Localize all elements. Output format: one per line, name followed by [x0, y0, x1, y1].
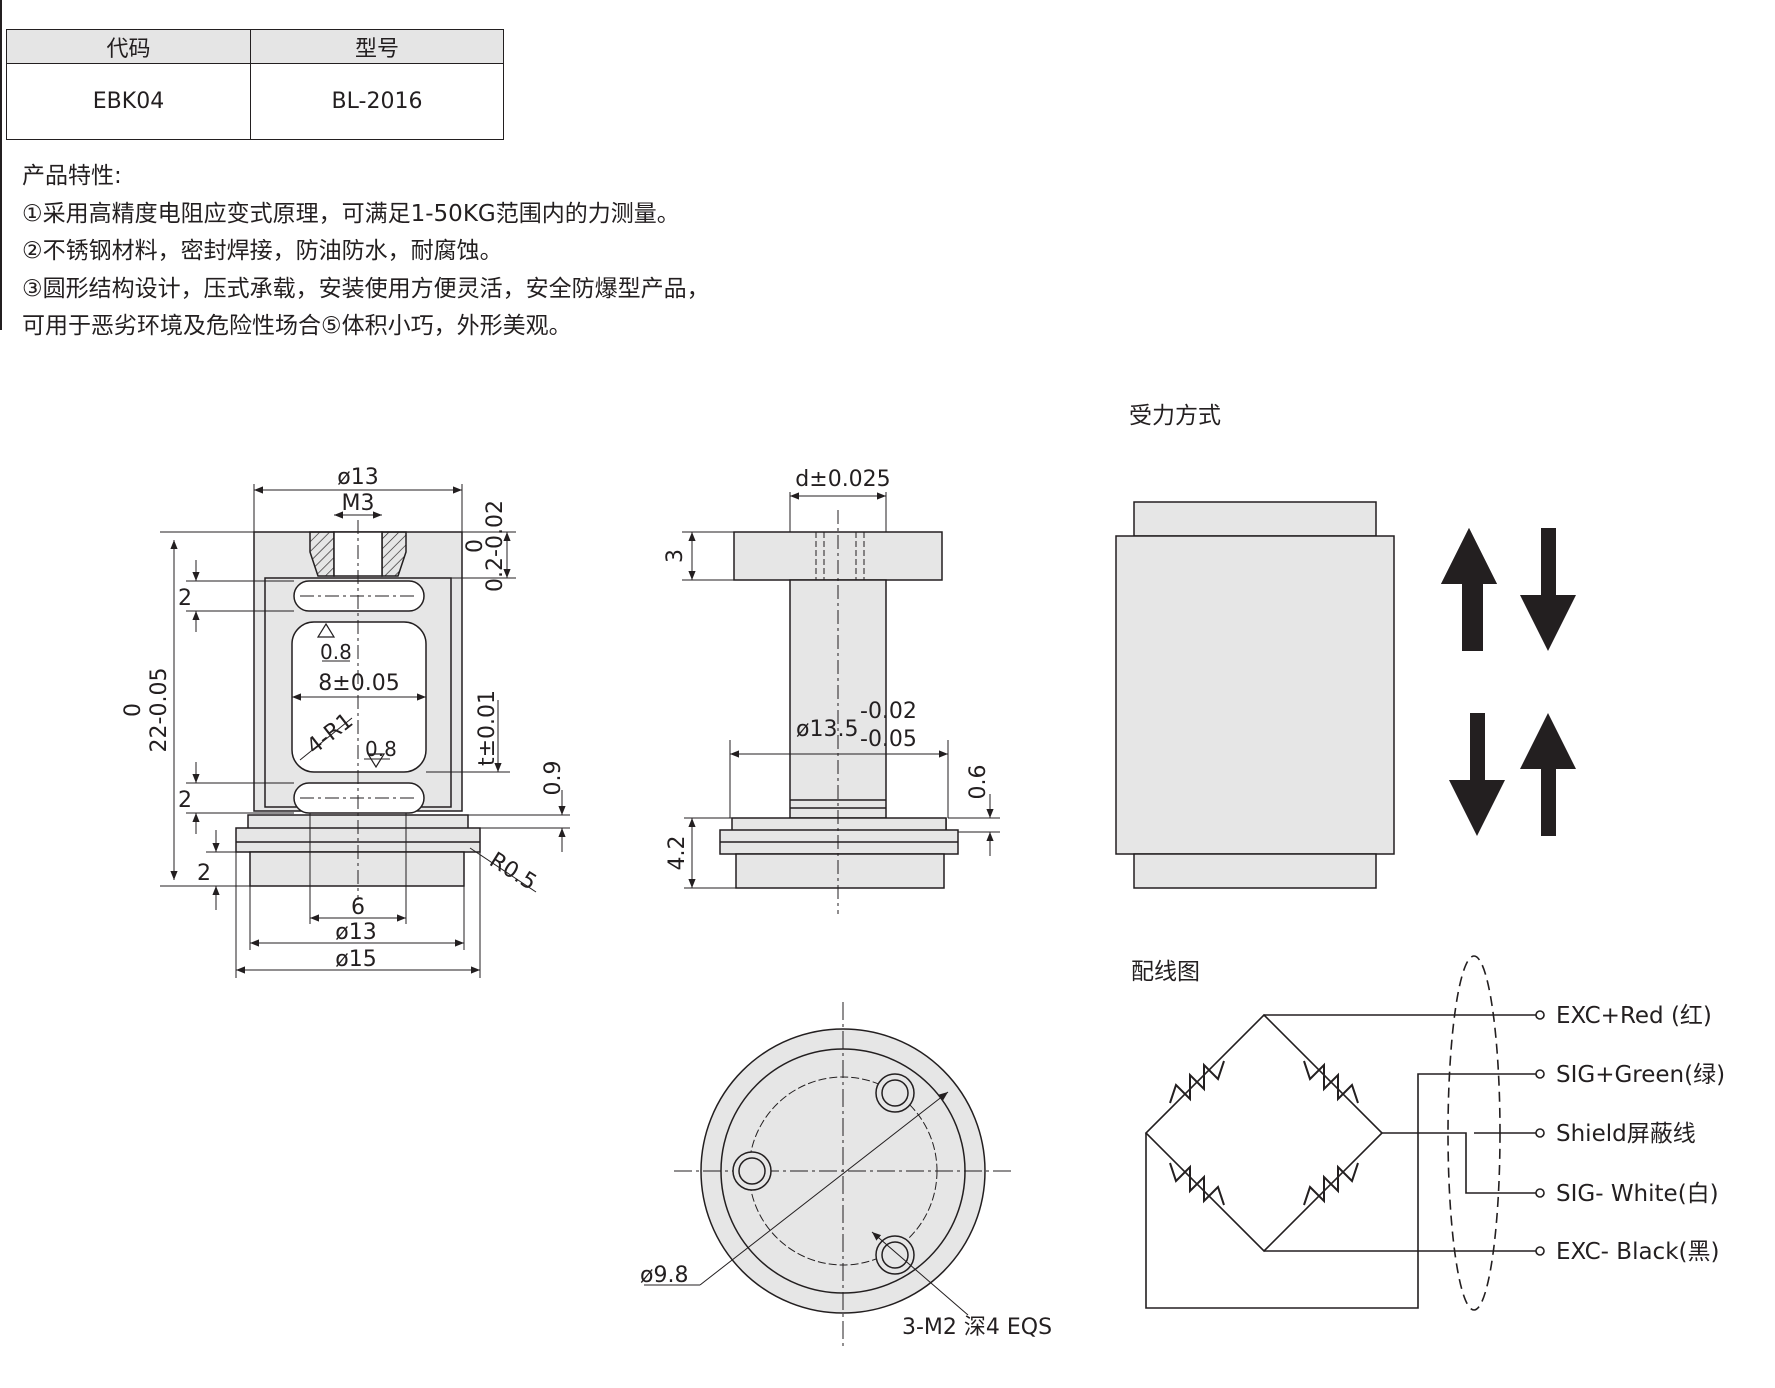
- label-slot-bottom: 2: [178, 788, 192, 813]
- label-side-top: d±0.025: [795, 467, 890, 492]
- load-cap-bottom: [1133, 853, 1377, 889]
- label-step: 0.6: [966, 765, 991, 800]
- feature-list: 产品特性: ①采用高精度电阻应变式原理，可满足1-50KG范围内的力测量。 ②不…: [22, 158, 710, 346]
- label-corner-top: 0.8: [320, 640, 352, 664]
- dim-fillet-leader: [469, 847, 537, 893]
- label-thickness: t±0.01: [475, 690, 500, 766]
- bottom-view-labels: ø9.8 3-M2 深4 EQS: [640, 1263, 1052, 1340]
- front-view: [160, 484, 570, 978]
- load-cap-top: [1133, 501, 1377, 537]
- resistor-top-left: [1169, 1060, 1225, 1104]
- mount-hole-1: [732, 1151, 772, 1191]
- dim-circle-leader: [699, 1091, 949, 1286]
- label-flange-dia: ø15: [335, 947, 376, 972]
- label-tol-upper: -0.02: [860, 699, 917, 724]
- feature-line-3: ③圆形结构设计，压式承载，安装使用方便灵活，安全防爆型产品，: [22, 275, 710, 302]
- bridge-outline: [1144, 1013, 1384, 1253]
- label-gap: 0.9: [541, 761, 566, 796]
- wire-label-shield: Shield屏蔽线: [1556, 1121, 1696, 1147]
- dim-radius-leader: [299, 717, 353, 761]
- wiring-title: 配线图: [1131, 959, 1200, 985]
- arrow-down-2-shaft: [1470, 713, 1485, 780]
- terminal-shield: [1535, 1128, 1545, 1138]
- terminal-exc-plus: [1535, 1010, 1545, 1020]
- label-tol-lower: -0.05: [860, 727, 917, 752]
- feature-line-2: ②不锈钢材料，密封焊接，防油防水，耐腐蚀。: [22, 238, 503, 264]
- label-corner-bottom: 0.8: [365, 737, 397, 761]
- terminal-sig-minus: [1535, 1188, 1545, 1198]
- side-base: [735, 853, 945, 889]
- base-bottom: [249, 851, 465, 887]
- wire-label-exc-minus: EXC- Black(黑): [1556, 1239, 1719, 1265]
- label-base: 2: [197, 861, 211, 886]
- label-depth-upper: 0: [463, 539, 488, 553]
- label-thread: M3: [342, 491, 375, 516]
- resistor-top-right: [1303, 1060, 1359, 1104]
- wire-label-sig-minus: SIG- White(白): [1556, 1181, 1719, 1207]
- label-slot-top: 2: [178, 586, 192, 611]
- feature-line-4: 可用于恶劣环境及危险性场合⑤体积小巧，外形美观。: [22, 313, 572, 339]
- label-depth-lower: 0.2-0.02: [483, 500, 508, 592]
- label-top-dia: ø13: [337, 465, 378, 490]
- header-code: 代码: [6, 29, 251, 64]
- arrow-up-2-head: [1520, 713, 1576, 769]
- wire-sig-minus: [1382, 1132, 1538, 1194]
- arrow-up-1-head: [1441, 528, 1497, 584]
- load-body: [1115, 535, 1395, 855]
- label-circle: ø9.8: [640, 1263, 688, 1288]
- wire-sig-plus: [1145, 1073, 1538, 1309]
- wire-label-sig-plus: SIG+Green(绿): [1556, 1062, 1725, 1088]
- arrow-up-2-shaft: [1541, 769, 1556, 836]
- mount-hole-2: [875, 1073, 915, 1113]
- label-fillet: R0.5: [485, 848, 541, 896]
- terminal-sig-plus: [1535, 1069, 1545, 1079]
- label-height-lower: 22-0.05: [147, 668, 172, 753]
- arrow-down-1-head: [1520, 595, 1576, 651]
- force-diagram: [1115, 501, 1576, 889]
- corner-mark-top: [316, 622, 336, 638]
- terminal-exc-minus: [1535, 1246, 1545, 1256]
- mount-hole-3: [875, 1235, 915, 1275]
- label-hole-width: 6: [351, 895, 365, 920]
- label-base-height: 4.2: [665, 836, 690, 871]
- force-mode-title: 受力方式: [1129, 403, 1221, 429]
- label-shaft-dia: ø13.5: [796, 717, 858, 742]
- resistor-bottom-left: [1169, 1162, 1225, 1206]
- label-bottom-dia: ø13: [335, 920, 376, 945]
- bottom-view: [644, 1002, 1012, 1348]
- label-window-width: 8±0.05: [318, 671, 399, 696]
- wiring-diagram: [1144, 955, 1545, 1311]
- cell-model: BL-2016: [250, 63, 504, 140]
- label-cap-height: 3: [663, 549, 688, 563]
- side-view-labels: d±0.025 3 ø13.5 -0.02 -0.05 0.6 4.2: [663, 467, 991, 871]
- dim-holes-leader: [871, 1231, 969, 1316]
- wire-label-exc-plus: EXC+Red (红): [1556, 1003, 1712, 1029]
- header-model: 型号: [250, 29, 504, 64]
- feature-title: 产品特性:: [22, 163, 122, 189]
- resistor-bottom-right: [1303, 1162, 1359, 1206]
- arrow-down-1-shaft: [1541, 528, 1556, 595]
- corner-mark-bottom: [366, 753, 386, 769]
- arrow-down-2-head: [1449, 780, 1505, 836]
- label-holes: 3-M2 深4 EQS: [902, 1315, 1052, 1340]
- arrow-up-1-shaft: [1462, 584, 1477, 651]
- cell-code: EBK04: [6, 63, 251, 140]
- wiring-labels: EXC+Red (红) SIG+Green(绿) Shield屏蔽线 SIG- …: [1556, 1003, 1725, 1265]
- page-edge-line: [0, 0, 2, 330]
- table-row: EBK04 BL-2016: [6, 63, 504, 140]
- spec-table: 代码 型号 EBK04 BL-2016: [6, 29, 504, 140]
- feature-line-1: ①采用高精度电阻应变式原理，可满足1-50KG范围内的力测量。: [22, 200, 680, 227]
- shield-ellipse: [1447, 955, 1501, 1311]
- label-height-upper: 0: [121, 703, 146, 717]
- table-header-row: 代码 型号: [6, 29, 504, 64]
- side-view: [682, 492, 1000, 914]
